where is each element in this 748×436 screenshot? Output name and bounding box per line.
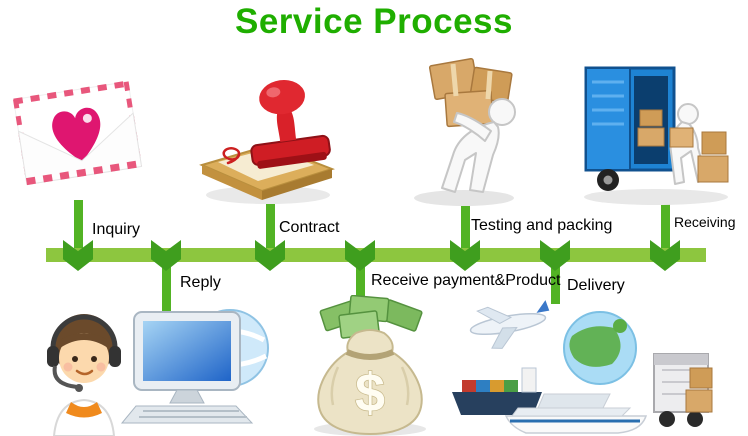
global-logistics-icon: [448, 298, 716, 436]
page-title: Service Process: [235, 2, 513, 41]
step-label-reply: Reply: [180, 274, 221, 291]
step-label-inquiry: Inquiry: [92, 221, 141, 238]
envelope-heart-icon: [8, 62, 148, 202]
step-label-delivery: Delivery: [567, 277, 625, 294]
connector-delivery: [551, 262, 560, 304]
connector-inquiry: [74, 200, 83, 248]
step-label-payment: Receive payment&Product: [371, 272, 561, 289]
connector-contract: [266, 203, 275, 248]
svg-text:$: $: [355, 363, 385, 423]
connector-reply: [162, 262, 171, 314]
flow-arrow-down-icon: [345, 240, 375, 271]
step-label-receiving: Receiving: [674, 214, 736, 230]
truck-unloading-icon: [578, 58, 733, 208]
flow-arrow-down-icon: [540, 240, 570, 271]
stamp-icon: [190, 45, 340, 207]
step-label-testing: Testing and packing: [471, 217, 613, 234]
connector-testing: [461, 205, 470, 248]
process-flow-bar: [46, 248, 706, 262]
connector-payment: [356, 262, 365, 302]
support-agent-computer-icon: [22, 296, 277, 436]
money-bag-icon: $: [298, 294, 443, 436]
step-label-contract: Contract: [279, 219, 340, 236]
worker-carrying-boxes-icon: [398, 52, 533, 207]
connector-receiving: [661, 203, 670, 248]
flow-arrow-down-icon: [151, 240, 181, 271]
